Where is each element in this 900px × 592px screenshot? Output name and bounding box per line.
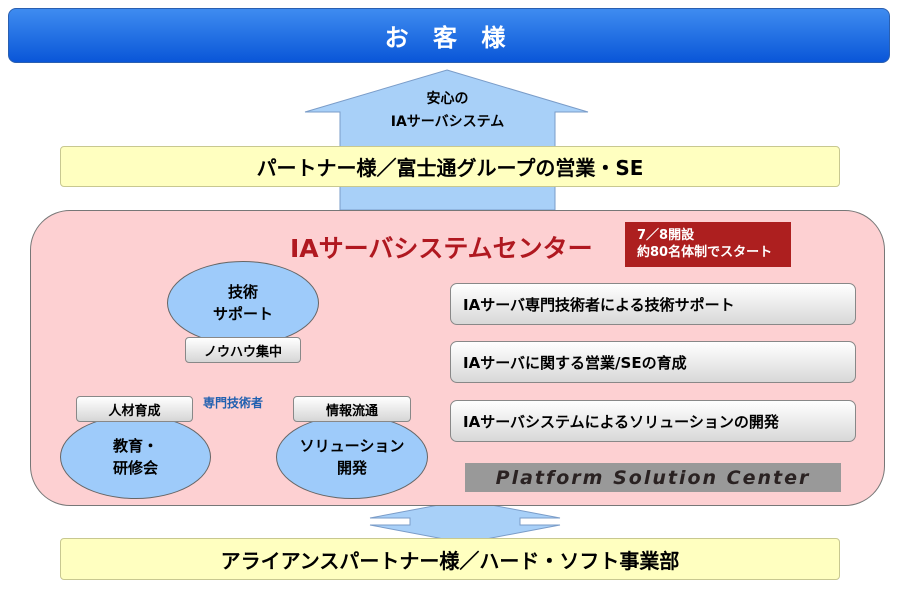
opening-badge: 7／8開設 約80名体制でスタート [625,222,791,267]
partner-bar: パートナー様／富士通グループの営業・SE [60,146,840,187]
center-title: IAサーバシステムセンター [290,234,593,263]
badge-line1: 7／8開設 [637,228,695,243]
up-arrow-line1: 安心の [426,91,469,107]
tech-support-node: 技術 サポート [167,261,319,345]
up-arrow-text: 安心の IAサーバシステム [360,88,535,134]
solution-dev-node: ソリューション 開発 [276,415,428,499]
info-flow-label: 情報流通 [293,396,411,422]
node-line1: ソリューション [299,437,405,455]
experts-label: 専門技術者 [203,396,264,410]
badge-line2: 約80名体制でスタート [637,245,773,260]
education-node: 教育・ 研修会 [60,415,211,499]
knowhow-label: ノウハウ集中 [185,337,301,363]
feature-item: IAサーバシステムによるソリューションの開発 [450,400,856,442]
feature-item: IAサーバに関する営業/SEの育成 [450,341,856,383]
feature-item: IAサーバ専門技術者による技術サポート [450,283,856,325]
customer-banner: お 客 様 [8,8,890,63]
up-arrow-line2: IAサーバシステム [390,114,505,130]
node-line2: 研修会 [112,459,158,477]
hr-development-label: 人材育成 [76,396,193,422]
node-line2: 開発 [336,459,367,477]
node-line1: 教育・ [112,437,158,455]
node-line2: サポート [212,305,273,323]
double-arrow-vertical-icon [369,499,561,544]
node-line1: 技術 [227,283,258,301]
platform-solution-center-logo: Platform Solution Center [465,463,841,492]
alliance-bar: アライアンスパートナー様／ハード・ソフト事業部 [60,538,840,580]
